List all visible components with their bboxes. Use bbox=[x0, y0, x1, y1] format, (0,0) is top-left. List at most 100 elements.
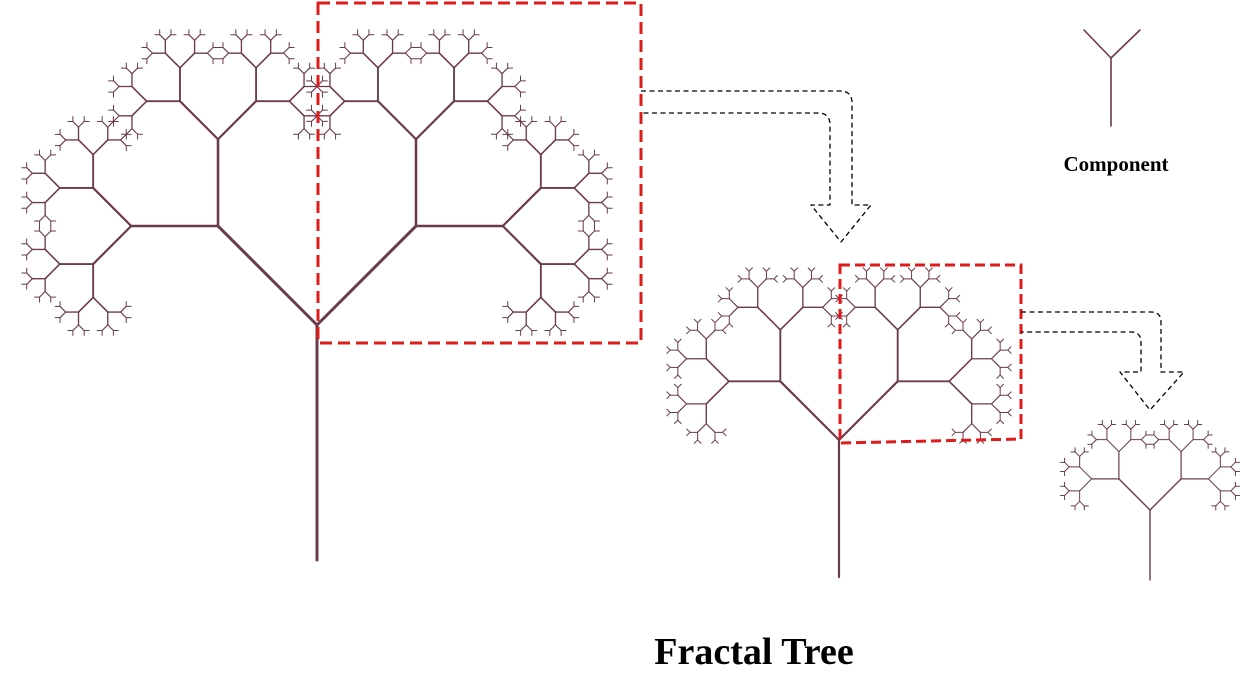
branch-segment bbox=[725, 287, 730, 292]
branch-segment bbox=[1064, 461, 1070, 468]
branch-segment bbox=[1079, 478, 1093, 492]
branch-segment bbox=[1091, 434, 1097, 441]
branch-segment bbox=[525, 296, 542, 313]
branch-segment bbox=[112, 80, 120, 88]
small-fractal-tree bbox=[1060, 420, 1240, 581]
branch-segment bbox=[92, 224, 133, 266]
branch-segment bbox=[159, 34, 166, 41]
branch-segment bbox=[862, 267, 867, 272]
branch-segment bbox=[329, 85, 346, 102]
dashed-arrow-2 bbox=[1021, 311, 1185, 411]
branch-segment bbox=[948, 287, 953, 292]
branch-segment bbox=[588, 230, 596, 238]
branch-segment bbox=[507, 133, 514, 141]
branch-segment bbox=[846, 298, 856, 308]
branch-segment bbox=[1203, 434, 1209, 441]
branch-segment bbox=[1164, 424, 1170, 430]
dashed-arrow-1 bbox=[641, 90, 872, 243]
branch-segment bbox=[811, 267, 816, 272]
branch-segment bbox=[722, 431, 727, 437]
branch-segment bbox=[990, 358, 1001, 368]
branch-segment bbox=[120, 311, 127, 319]
branch-segment bbox=[1007, 346, 1012, 351]
branch-segment bbox=[666, 412, 671, 417]
branch-segment bbox=[514, 85, 522, 93]
branch-segment bbox=[1064, 485, 1070, 492]
branch-segment bbox=[120, 305, 127, 313]
branch-segment bbox=[674, 374, 679, 379]
component-label: Component bbox=[1063, 152, 1169, 176]
branch-segment bbox=[107, 120, 114, 128]
branch-segment bbox=[1140, 439, 1147, 445]
branch-segment bbox=[846, 306, 856, 317]
branch-segment bbox=[782, 275, 788, 280]
branch-segment bbox=[206, 52, 214, 60]
branch-segment bbox=[686, 326, 691, 331]
branch-segment bbox=[666, 366, 671, 372]
branch-segment bbox=[222, 52, 230, 60]
branch-segment bbox=[453, 52, 470, 69]
branch-segment bbox=[666, 408, 671, 414]
branch-segment bbox=[404, 52, 412, 60]
branch-segment bbox=[357, 34, 364, 41]
branch-segment bbox=[1091, 439, 1097, 445]
branch-segment bbox=[601, 272, 608, 280]
branch-segment bbox=[1187, 424, 1194, 430]
branch-segment bbox=[44, 230, 52, 238]
branch-segment bbox=[38, 290, 46, 298]
branch-segment bbox=[72, 120, 80, 128]
branch-segment bbox=[438, 52, 455, 69]
branch-segment bbox=[762, 267, 767, 272]
branch-segment bbox=[1230, 485, 1236, 492]
branch-segment bbox=[468, 34, 475, 41]
branch-segment bbox=[1125, 424, 1132, 430]
branch-segment bbox=[240, 34, 248, 41]
branch-segment bbox=[722, 329, 727, 335]
branch-segment bbox=[756, 306, 782, 331]
branch-segment bbox=[420, 46, 428, 54]
branch-segment bbox=[773, 275, 778, 280]
branch-segment bbox=[987, 431, 992, 437]
branch-segment bbox=[779, 306, 804, 331]
branch-segment bbox=[962, 318, 967, 324]
branch-segment bbox=[674, 383, 679, 389]
branch-segment bbox=[501, 186, 542, 228]
branch-segment bbox=[779, 380, 841, 442]
branch-segment bbox=[179, 52, 196, 69]
branch-segment bbox=[990, 403, 1001, 414]
branch-segment bbox=[666, 391, 671, 396]
branch-segment bbox=[793, 267, 799, 272]
branch-segment bbox=[1110, 29, 1141, 59]
branch-segment bbox=[944, 323, 950, 328]
branch-segment bbox=[59, 311, 67, 319]
branch-segment bbox=[329, 128, 337, 135]
branch-segment bbox=[1149, 478, 1182, 511]
branch-segment bbox=[573, 263, 590, 280]
branch-segment bbox=[316, 85, 324, 93]
branch-segment bbox=[999, 419, 1004, 424]
branch-segment bbox=[948, 380, 973, 405]
branch-segment bbox=[925, 267, 930, 272]
branch-segment bbox=[112, 109, 120, 117]
branch-segment bbox=[310, 115, 318, 122]
branch-segment bbox=[376, 100, 418, 141]
branch-segment bbox=[728, 298, 739, 308]
branch-segment bbox=[827, 287, 832, 292]
branch-segment bbox=[697, 423, 707, 433]
branch-segment bbox=[44, 154, 52, 162]
branch-segment bbox=[842, 287, 848, 292]
branch-segment bbox=[842, 323, 848, 328]
branch-segment bbox=[77, 296, 94, 313]
branch-segment bbox=[1079, 500, 1085, 507]
branch-segment bbox=[1007, 366, 1012, 372]
branch-segment bbox=[782, 278, 788, 283]
branch-segment bbox=[874, 306, 899, 331]
branch-segment bbox=[131, 128, 139, 135]
branch-segment bbox=[377, 52, 394, 69]
branch-segment bbox=[807, 267, 813, 272]
branch-segment bbox=[1083, 29, 1112, 59]
y-component-icon bbox=[1083, 29, 1141, 127]
branch-segment bbox=[588, 290, 596, 298]
branch-segment bbox=[38, 230, 46, 238]
branch-segment bbox=[525, 120, 533, 128]
